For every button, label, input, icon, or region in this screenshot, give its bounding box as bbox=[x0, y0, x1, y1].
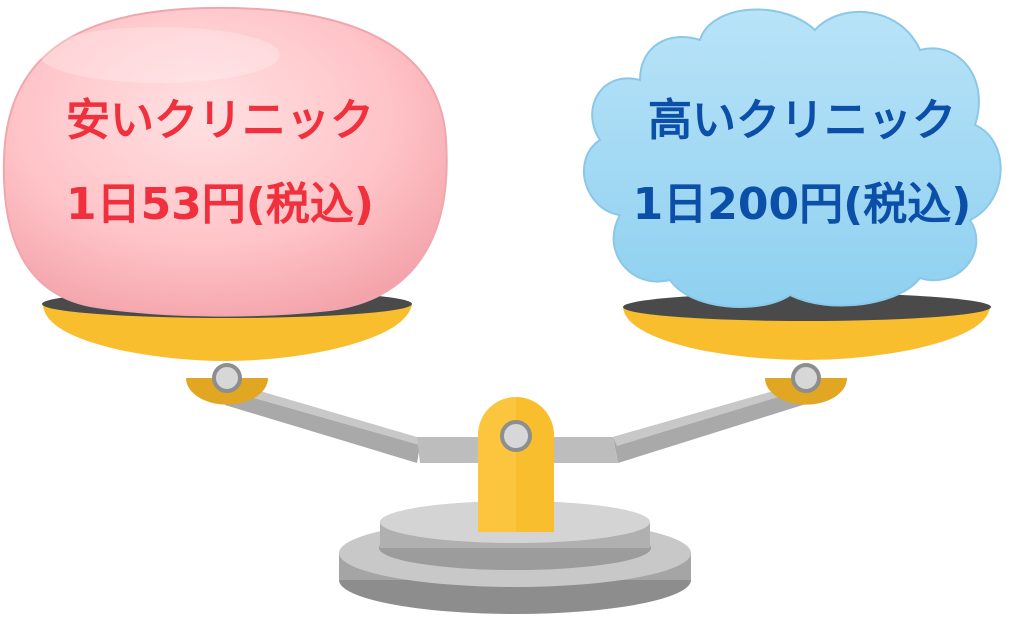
right-scale-pan bbox=[623, 293, 991, 405]
scale-center-post bbox=[478, 397, 554, 532]
right-item-price: 1日200円(税込) bbox=[632, 179, 972, 230]
left-pink-weight bbox=[2, 6, 448, 317]
left-item-price: 1日53円(税込) bbox=[65, 179, 375, 230]
right-blue-cloud-weight bbox=[583, 8, 1002, 308]
right-item-title: 高いクリニック bbox=[648, 95, 956, 146]
left-item-title: 安いクリニック bbox=[66, 95, 374, 146]
